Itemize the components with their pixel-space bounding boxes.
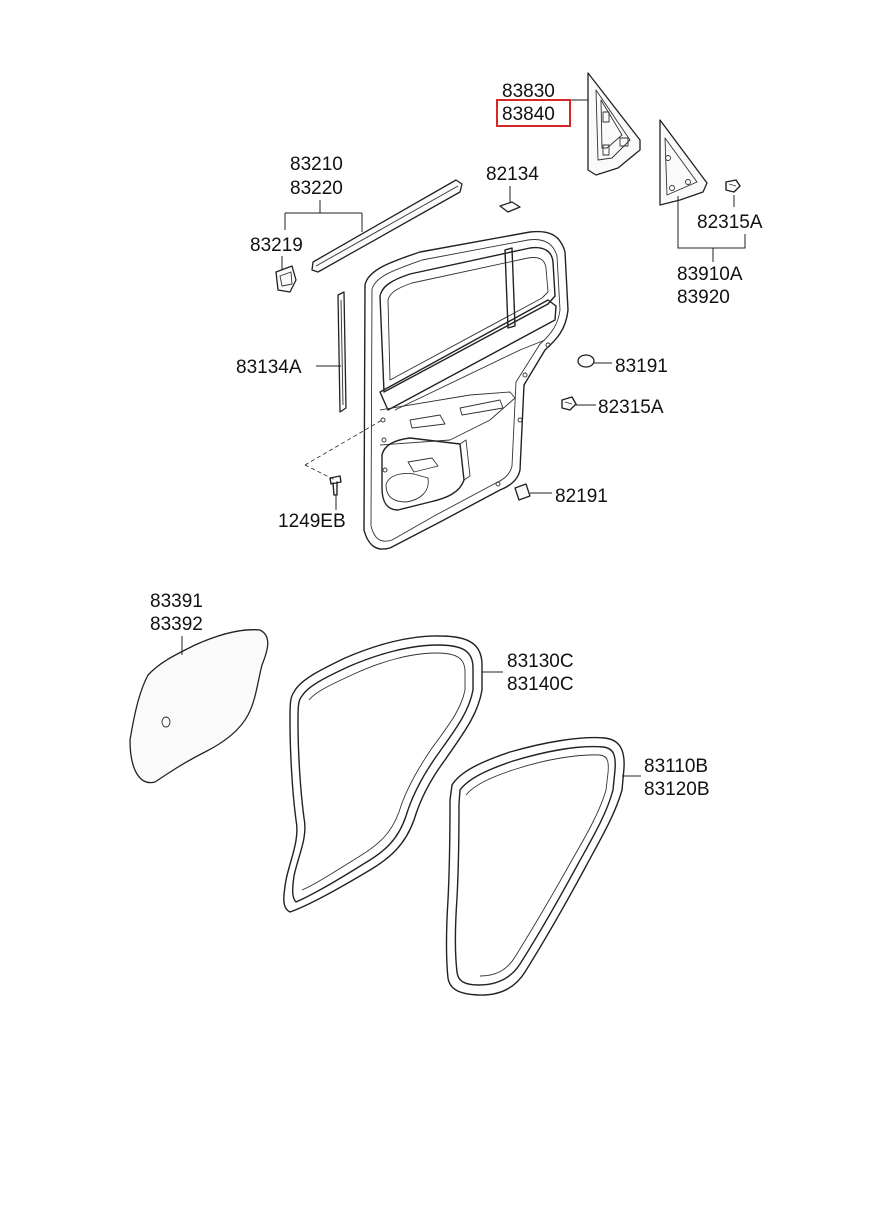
label-83191[interactable]: 83191: [615, 356, 668, 377]
highlight-box: [496, 99, 571, 127]
part-83391-sealing-cover[interactable]: [129, 629, 269, 784]
part-83110B-weatherstrip[interactable]: [445, 736, 625, 996]
part-83210-belt-molding[interactable]: [311, 179, 463, 273]
label-1249EB[interactable]: 1249EB: [278, 511, 346, 532]
part-83130C-weatherstrip[interactable]: [283, 635, 483, 913]
label-83140C[interactable]: 83140C: [507, 674, 574, 695]
part-rear-door-panel[interactable]: [363, 230, 569, 550]
label-83910A[interactable]: 83910A: [677, 264, 743, 285]
part-82191-bumper[interactable]: [514, 483, 531, 501]
label-82134[interactable]: 82134: [486, 164, 539, 185]
label-83392[interactable]: 83392: [150, 614, 203, 635]
label-82315A-mid[interactable]: 82315A: [598, 397, 664, 418]
label-83130C[interactable]: 83130C: [507, 651, 574, 672]
part-83910A-trim[interactable]: [659, 119, 708, 206]
label-83110B[interactable]: 83110B: [644, 756, 708, 777]
label-83210[interactable]: 83210: [290, 154, 343, 175]
label-82191[interactable]: 82191: [555, 486, 608, 507]
part-82134-clip[interactable]: [499, 201, 521, 213]
label-83220[interactable]: 83220: [290, 178, 343, 199]
label-83120B[interactable]: 83120B: [644, 779, 710, 800]
label-83920[interactable]: 83920: [677, 287, 730, 308]
label-83134A[interactable]: 83134A: [236, 357, 302, 378]
part-82315A-clip-top[interactable]: [725, 179, 741, 193]
label-83830[interactable]: 83830: [502, 81, 555, 102]
label-83391[interactable]: 83391: [150, 591, 203, 612]
part-1249EB-screw[interactable]: [304, 419, 383, 496]
label-82315A-top[interactable]: 82315A: [697, 212, 763, 233]
part-83830-garnish[interactable]: [587, 72, 641, 176]
part-83219-bracket[interactable]: [275, 265, 297, 293]
part-82315A-clip-mid[interactable]: [561, 396, 577, 411]
part-83191-plug[interactable]: [577, 354, 595, 368]
leader-lines: [181, 99, 746, 777]
part-83134A-channel[interactable]: [337, 291, 347, 413]
label-83840[interactable]: 83840: [502, 104, 555, 125]
label-83219[interactable]: 83219: [250, 235, 303, 256]
